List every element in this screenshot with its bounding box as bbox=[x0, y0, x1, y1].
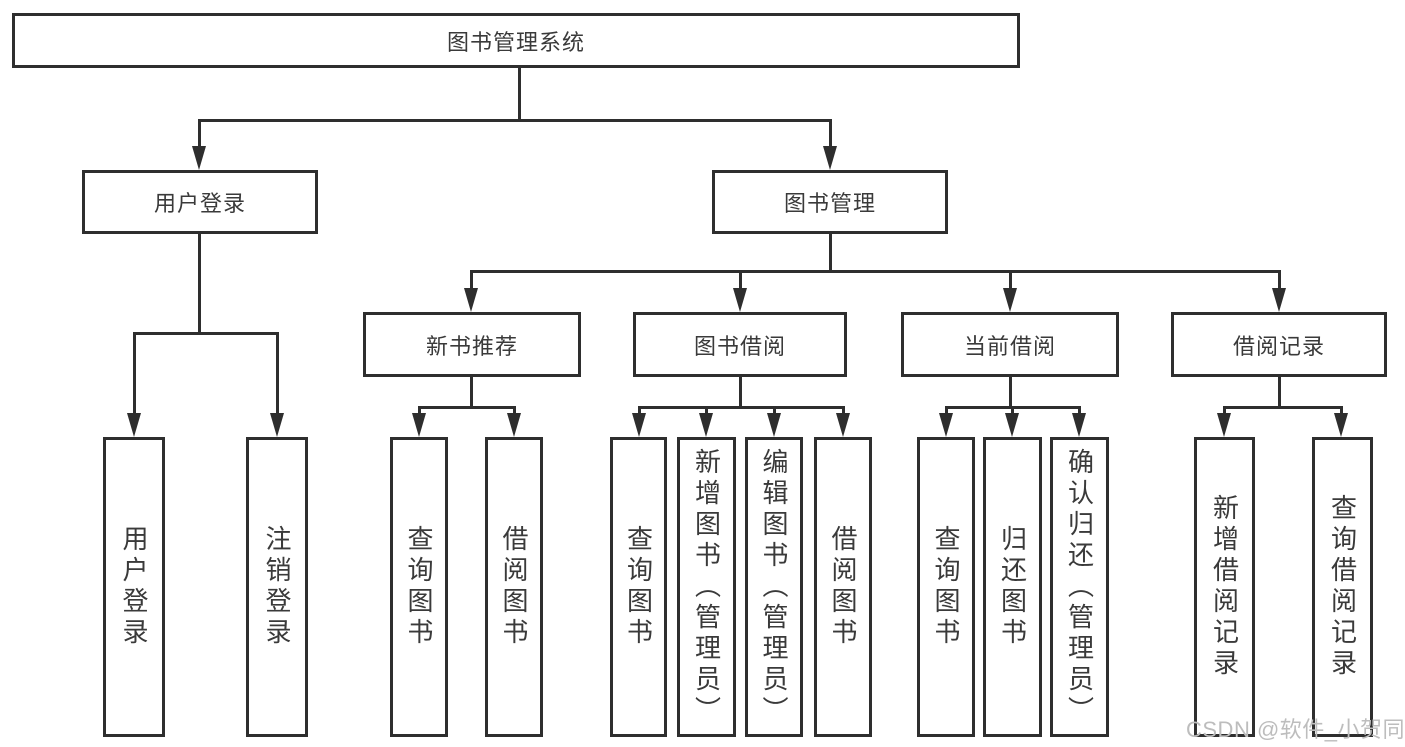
tree-node-label: 查询借阅记录 bbox=[1327, 494, 1358, 680]
connector-line bbox=[637, 407, 641, 417]
arrow-down-icon bbox=[767, 413, 781, 437]
tree-node-label: 借阅图书 bbox=[828, 525, 858, 649]
tree-node-label: 查询图书 bbox=[931, 525, 961, 649]
connector-line bbox=[1077, 407, 1081, 417]
tree-node-add-book-admin: 新增图书（管理员） bbox=[677, 437, 736, 737]
tree-node-label: 注销登录 bbox=[262, 525, 292, 649]
tree-node-label: 归还图书 bbox=[997, 525, 1028, 649]
arrow-down-icon bbox=[412, 413, 426, 437]
tree-node-label: 图书借阅 bbox=[693, 333, 786, 359]
tree-node-user-login: 用户登录 bbox=[82, 170, 318, 234]
tree-node-label: 新增借阅记录 bbox=[1209, 494, 1240, 680]
arrow-down-icon bbox=[507, 413, 521, 437]
arrow-down-icon bbox=[1072, 413, 1086, 437]
arrow-down-icon bbox=[632, 413, 646, 437]
tree-node-borrow-books-1: 借阅图书 bbox=[485, 437, 543, 737]
connector-line bbox=[637, 405, 845, 409]
tree-node-search-borrow-record: 查询借阅记录 bbox=[1312, 437, 1373, 737]
arrow-down-icon bbox=[464, 288, 478, 312]
tree-node-search-books-2: 查询图书 bbox=[610, 437, 667, 737]
connector-line bbox=[132, 331, 279, 335]
tree-node-label: 借阅记录 bbox=[1232, 333, 1325, 359]
tree-node-borrowing-records: 借阅记录 bbox=[1171, 312, 1387, 377]
tree-node-label: 图书管理 bbox=[783, 191, 876, 216]
tree-node-search-books-3: 查询图书 bbox=[917, 437, 975, 737]
connector-line bbox=[738, 377, 742, 407]
connector-line bbox=[841, 407, 845, 417]
tree-node-label: 图书管理系统 bbox=[446, 29, 585, 55]
tree-node-label: 查询图书 bbox=[623, 525, 654, 649]
arrow-down-icon bbox=[1272, 288, 1286, 312]
connector-line bbox=[275, 333, 279, 417]
connector-line bbox=[1222, 407, 1226, 417]
arrow-down-icon bbox=[192, 146, 206, 170]
tree-node-label: 用户登录 bbox=[119, 525, 149, 649]
connector-line bbox=[469, 377, 473, 407]
connector-line bbox=[1339, 407, 1343, 417]
tree-node-book-management: 图书管理 bbox=[712, 170, 948, 234]
arrow-down-icon bbox=[823, 146, 837, 170]
connector-line bbox=[517, 68, 521, 120]
connector-line bbox=[512, 407, 516, 417]
tree-node-return-books: 归还图书 bbox=[983, 437, 1042, 737]
tree-node-current-borrowing: 当前借阅 bbox=[901, 312, 1119, 377]
arrow-down-icon bbox=[1334, 413, 1348, 437]
tree-node-label: 借阅图书 bbox=[499, 525, 529, 649]
tree-node-logout-action: 注销登录 bbox=[246, 437, 308, 737]
tree-node-library-management-system: 图书管理系统 bbox=[12, 13, 1020, 68]
connector-line bbox=[772, 407, 776, 417]
tree-node-new-book-recommendation: 新书推荐 bbox=[363, 312, 581, 377]
connector-line bbox=[417, 405, 516, 409]
connector-line bbox=[469, 269, 1281, 273]
connector-line bbox=[1008, 377, 1012, 407]
arrow-down-icon bbox=[1003, 288, 1017, 312]
arrow-down-icon bbox=[939, 413, 953, 437]
connector-line bbox=[197, 120, 201, 150]
connector-line bbox=[1010, 407, 1014, 417]
arrow-down-icon bbox=[127, 413, 141, 437]
arrow-down-icon bbox=[836, 413, 850, 437]
connector-line bbox=[828, 120, 832, 150]
tree-node-label: 编辑图书（管理员） bbox=[759, 447, 789, 727]
arrow-down-icon bbox=[270, 413, 284, 437]
connector-line bbox=[828, 234, 832, 271]
connector-line bbox=[469, 271, 473, 292]
tree-node-add-borrow-record: 新增借阅记录 bbox=[1194, 437, 1255, 737]
tree-node-search-books-1: 查询图书 bbox=[390, 437, 448, 737]
connector-line bbox=[1277, 377, 1281, 407]
connector-line bbox=[738, 271, 742, 292]
arrow-down-icon bbox=[733, 288, 747, 312]
connector-line bbox=[1277, 271, 1281, 292]
tree-node-label: 查询图书 bbox=[404, 525, 434, 649]
tree-node-book-borrowing: 图书借阅 bbox=[633, 312, 847, 377]
arrow-down-icon bbox=[1005, 413, 1019, 437]
connector-line bbox=[1222, 405, 1343, 409]
tree-node-confirm-return-admin: 确认归还（管理员） bbox=[1050, 437, 1109, 737]
tree-node-user-login-action: 用户登录 bbox=[103, 437, 165, 737]
tree-node-borrow-books-2: 借阅图书 bbox=[814, 437, 872, 737]
connector-line bbox=[704, 407, 708, 417]
connector-line bbox=[417, 407, 421, 417]
connector-line bbox=[197, 118, 832, 122]
connector-line bbox=[132, 333, 136, 417]
tree-node-label: 新书推荐 bbox=[425, 333, 518, 359]
connector-line bbox=[1008, 271, 1012, 292]
tree-node-label: 用户登录 bbox=[153, 191, 246, 216]
tree-node-label: 新增图书（管理员） bbox=[691, 447, 722, 727]
tree-node-label: 确认归还（管理员） bbox=[1064, 447, 1095, 727]
connector-line bbox=[197, 234, 201, 333]
tree-node-edit-book-admin: 编辑图书（管理员） bbox=[745, 437, 803, 737]
csdn-watermark: CSDN @软件_小贺同学 bbox=[1186, 717, 1405, 742]
arrow-down-icon bbox=[699, 413, 713, 437]
tree-node-label: 当前借阅 bbox=[963, 333, 1056, 359]
arrow-down-icon bbox=[1217, 413, 1231, 437]
connector-line bbox=[944, 407, 948, 417]
